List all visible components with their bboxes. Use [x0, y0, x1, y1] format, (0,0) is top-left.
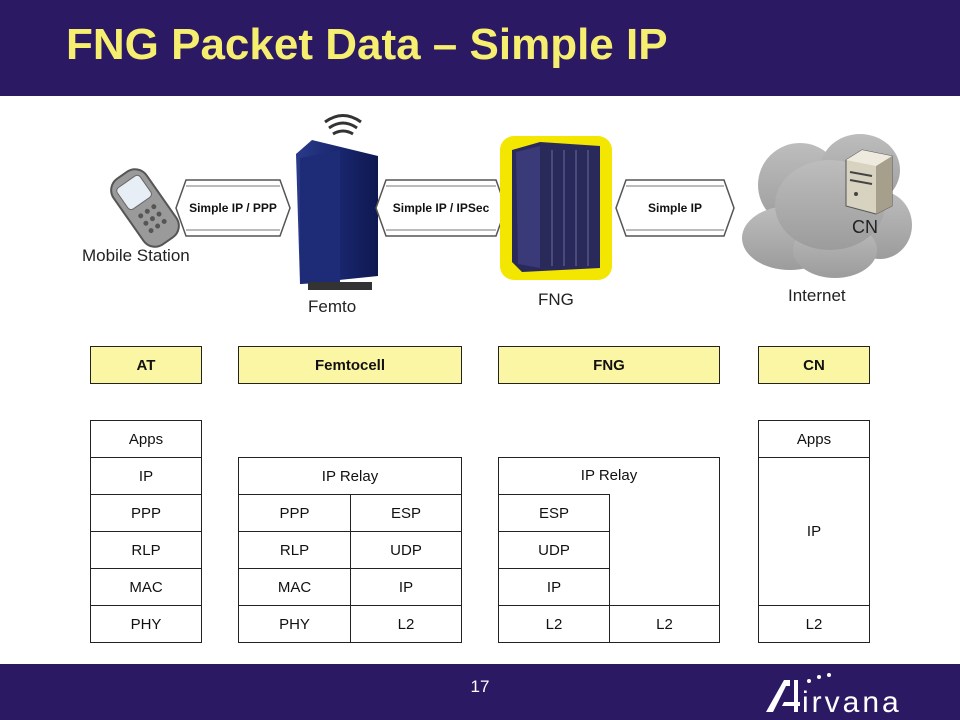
cn-layer: L2 [758, 605, 870, 643]
fng-layer: L2 [498, 605, 610, 643]
femtocell-header: Femtocell [238, 346, 462, 384]
link-arrow-femto-fng: Simple IP / IPSec [375, 179, 507, 237]
at-layer: IP [90, 457, 202, 495]
at-layer: MAC [90, 568, 202, 606]
link-label-3: Simple IP [648, 201, 702, 215]
femto-label: Femto [308, 297, 357, 316]
airvana-logo: irvana [766, 673, 902, 719]
link-label-2: Simple IP / IPSec [393, 201, 490, 215]
cn-header: CN [758, 346, 870, 384]
femtocell-ip-relay: IP Relay [238, 457, 462, 495]
at-header: AT [90, 346, 202, 384]
femtocell-layer: L2 [350, 605, 462, 643]
femtocell-layer: UDP [350, 531, 462, 569]
femtocell-layer: ESP [350, 494, 462, 532]
at-layer: RLP [90, 531, 202, 569]
mobile-phone-icon [110, 168, 180, 248]
fng-ip-relay: IP Relay [580, 467, 638, 484]
link-arrow-fng-internet: Simple IP [615, 179, 735, 237]
fng-layer: ESP [498, 494, 610, 532]
cn-layer: IP [758, 457, 870, 606]
at-layer: PHY [90, 605, 202, 643]
cn-label: CN [852, 217, 878, 237]
femtocell-layer: IP [350, 568, 462, 606]
fng-layer: UDP [498, 531, 610, 569]
cn-server-icon [845, 149, 893, 215]
femtocell-layer: PPP [238, 494, 351, 532]
footer-bar [0, 664, 960, 720]
fng-label: FNG [538, 290, 574, 309]
at-layer: PPP [90, 494, 202, 532]
internet-label: Internet [788, 286, 846, 305]
fng-server-icon [500, 136, 612, 280]
logo-text: irvana [802, 686, 902, 719]
fng-header: FNG [498, 346, 720, 384]
mobile-station-label: Mobile Station [82, 246, 190, 265]
page-number: 17 [470, 677, 490, 696]
slide-title: FNG Packet Data – Simple IP [66, 20, 668, 69]
fng-layer: IP [498, 568, 610, 606]
cn-layer: Apps [758, 420, 870, 458]
femto-device-icon [296, 114, 378, 290]
fng-layer: L2 [609, 605, 720, 643]
network-diagram: Simple IP / PPP Simple IP / IPSec Simple… [110, 114, 912, 290]
at-layer: Apps [90, 420, 202, 458]
link-label-1: Simple IP / PPP [189, 201, 277, 215]
femtocell-layer: RLP [238, 531, 351, 569]
link-arrow-ms-femto: Simple IP / PPP [175, 179, 291, 237]
femtocell-layer: PHY [238, 605, 351, 643]
femtocell-layer: MAC [238, 568, 351, 606]
title-bar: FNG Packet Data – Simple IP [0, 0, 960, 96]
